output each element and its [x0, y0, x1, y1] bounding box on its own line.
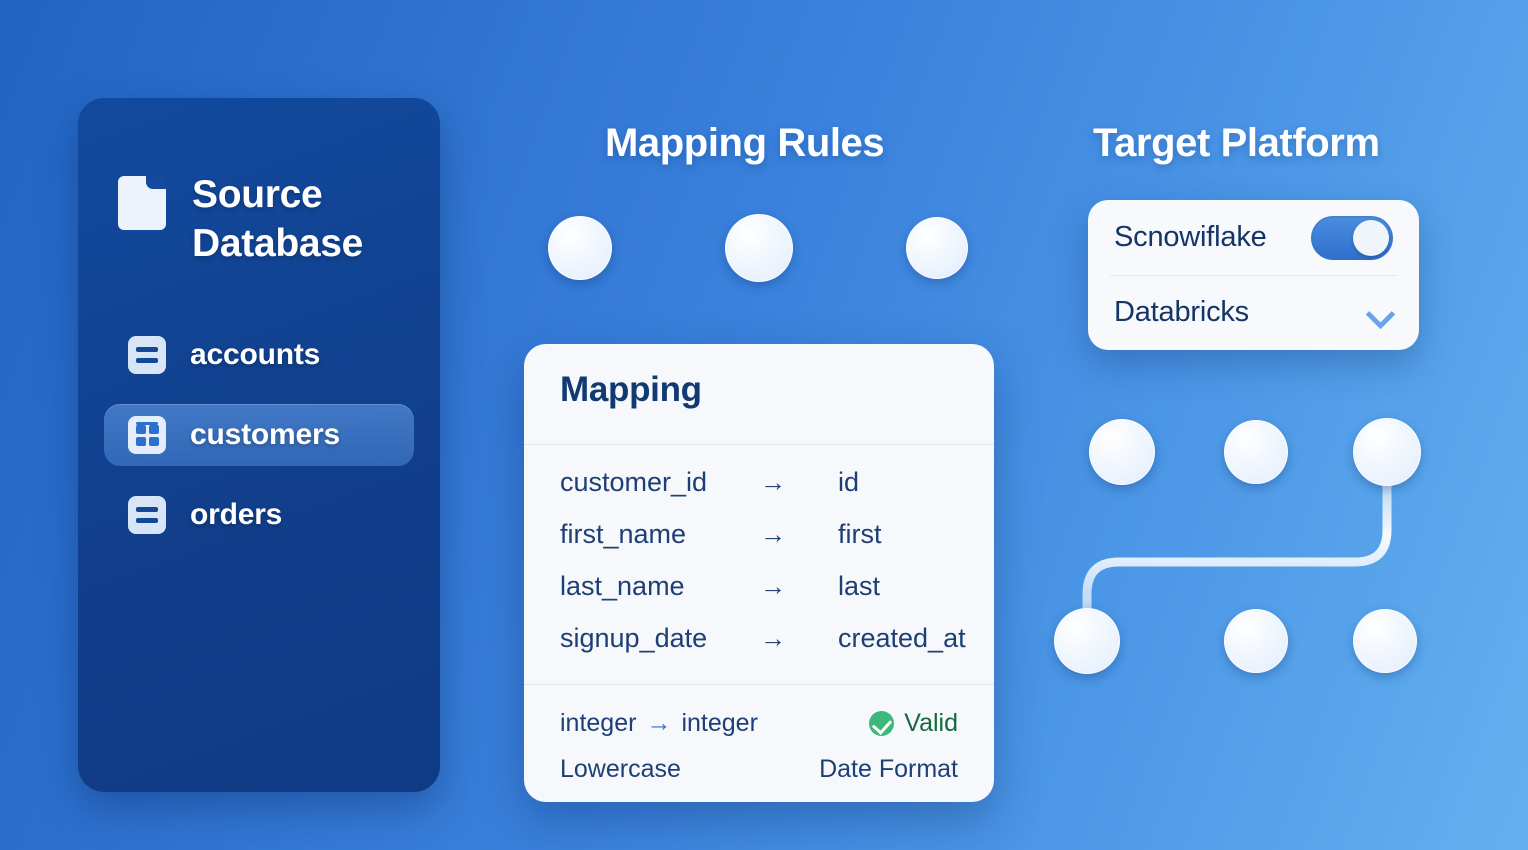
sidebar-item-orders[interactable]: orders: [104, 484, 414, 546]
mapping-row[interactable]: last_name → last: [524, 560, 994, 612]
graph-node-right-bottom-2[interactable]: [1224, 609, 1288, 673]
status-label: Valid: [904, 708, 958, 737]
type-conversion: integer → integer: [560, 709, 758, 738]
mapping-card-footer: integer → integer Valid Lowercase Date F…: [524, 700, 994, 792]
transform-row: Lowercase Date Format: [560, 746, 958, 792]
arrow-right-icon: →: [646, 708, 672, 737]
target-option-snowflake[interactable]: Scnowiflake: [1088, 200, 1419, 275]
graph-node-right-bottom-3[interactable]: [1353, 609, 1417, 673]
snowflake-toggle[interactable]: [1311, 215, 1393, 260]
mapping-row[interactable]: customer_id → id: [524, 456, 994, 508]
sidebar-item-label: customers: [190, 418, 340, 451]
divider: [524, 684, 994, 685]
mapping-source-field: signup_date: [560, 622, 708, 653]
folder-icon: [118, 176, 166, 230]
type-to: integer: [681, 708, 758, 737]
target-platform-heading: Target Platform: [1093, 121, 1380, 165]
chevron-down-icon[interactable]: [1367, 300, 1393, 326]
mapping-target-field: id: [838, 466, 860, 497]
mapping-source-field: first_name: [560, 518, 687, 549]
sidebar-title: Source Database: [192, 173, 364, 265]
arrow-right-icon: →: [760, 622, 786, 653]
mapping-target-field: first: [838, 518, 882, 549]
arrow-right-icon: →: [760, 570, 786, 601]
sidebar-table-list: accounts customers orders: [104, 324, 414, 546]
divider: [1110, 275, 1397, 276]
graph-node-right-top-3[interactable]: [1353, 418, 1421, 486]
mapping-rules-heading: Mapping Rules: [605, 121, 885, 165]
sidebar-item-label: accounts: [190, 338, 321, 371]
status-badge: Valid: [869, 709, 958, 738]
target-platform-card: Scnowiflake Databricks: [1088, 200, 1419, 350]
mapping-card-title: Mapping: [560, 370, 702, 409]
type-and-status-row: integer → integer Valid: [560, 700, 958, 746]
sidebar-item-accounts[interactable]: accounts: [104, 324, 414, 386]
divider: [524, 444, 994, 445]
graph-node-right-bottom-1[interactable]: [1054, 608, 1120, 674]
graph-node-top-2[interactable]: [725, 214, 793, 282]
grid-icon: [128, 416, 166, 454]
graph-node-top-1[interactable]: [548, 216, 612, 280]
transform-left: Lowercase: [560, 754, 681, 783]
mapping-target-field: created_at: [838, 622, 966, 653]
mapping-row-list: customer_id → id first_name → first last…: [524, 456, 994, 664]
mapping-source-field: last_name: [560, 570, 685, 601]
target-option-label: Databricks: [1114, 296, 1249, 328]
type-from: integer: [560, 708, 637, 737]
target-option-databricks[interactable]: Databricks: [1088, 275, 1419, 350]
graph-node-top-3[interactable]: [906, 217, 968, 279]
table-icon: [128, 496, 166, 534]
transform-right: Date Format: [819, 754, 958, 783]
arrow-right-icon: →: [760, 518, 786, 549]
toggle-knob: [1353, 219, 1389, 256]
sidebar-header: Source Database: [118, 170, 363, 268]
check-circle-icon: [869, 710, 895, 736]
arrow-right-icon: →: [760, 466, 786, 497]
sidebar-item-customers[interactable]: customers: [104, 404, 414, 466]
graph-node-right-top-1[interactable]: [1089, 419, 1155, 485]
source-database-panel: Source Database accounts customers: [78, 98, 440, 792]
mapping-row[interactable]: first_name → first: [524, 508, 994, 560]
mapping-row[interactable]: signup_date → created_at: [524, 612, 994, 664]
mapping-source-field: customer_id: [560, 466, 708, 497]
mapping-target-field: last: [838, 570, 881, 601]
mapping-card: Mapping customer_id → id first_name → fi…: [524, 344, 994, 802]
table-icon: [128, 336, 166, 374]
graph-node-right-top-2[interactable]: [1224, 420, 1288, 484]
sidebar-item-label: orders: [190, 498, 283, 531]
target-option-label: Scnowiflake: [1114, 221, 1267, 253]
